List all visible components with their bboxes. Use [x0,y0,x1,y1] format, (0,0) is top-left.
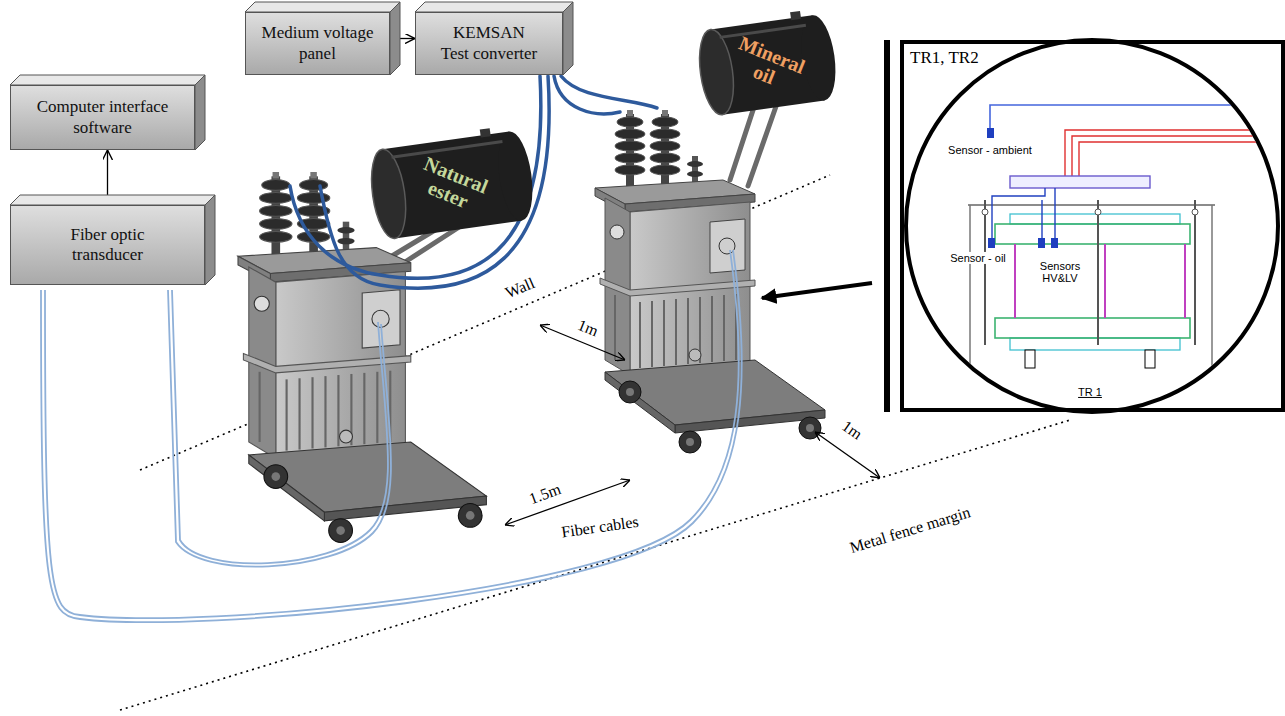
sensor-schematic [1015,244,1185,318]
oil-tank: Natural ester [367,129,538,240]
sensor-schematic [982,209,988,215]
equipment-box: Medium voltage panel [245,12,390,75]
sensor-schematic [1054,188,1055,238]
box-top-face [10,195,215,205]
sensor-label: Sensors HV&LV [1033,260,1087,284]
detail-frame: TR1, TR2 [900,40,1285,412]
sensor-schematic [1010,338,1180,350]
sensor-schematic [985,200,1195,345]
sensor-schematic [968,204,1215,206]
box-side-face [390,2,400,75]
box-side-face [195,75,205,150]
sensor-label: Sensor - oil [948,252,1008,264]
sensor-schematic [990,105,1280,132]
sensor-schematic [1095,209,1101,215]
separator-bar [884,40,890,412]
figure-label: TR 1 [1076,386,1104,398]
power-cables [290,76,657,288]
detail-circle [906,40,1278,412]
sensor-schematic [1097,200,1099,345]
dimension-label: 1.5m [525,479,565,508]
tank-end [367,147,411,241]
tank-fitting [790,11,801,20]
tank-highlight [720,25,806,37]
sensor-schematic [1211,205,1213,380]
dimension-arrows [505,325,880,525]
box-label: KEMSAN Test converter [438,23,540,64]
sensor-schematic [969,205,971,380]
sensor-schematic [1194,200,1196,345]
tank-highlight [392,142,503,158]
fiber-cables [41,250,742,622]
sensor-label: Sensor - ambient [946,144,1034,156]
box-label: Medium voltage panel [255,23,380,64]
box-top-face [10,75,205,85]
sensor-schematic [987,128,994,138]
equipment-box: Computer interface software [10,85,195,150]
boundary-label: Wall [501,273,539,302]
oil-tank: Mineral oil [695,13,841,117]
detail-pointer [762,283,872,298]
sensor-schematic [984,200,986,345]
sensor-schematic [995,224,1190,244]
sensor-schematic [1038,238,1045,248]
boundary-label: Metal fence margin [846,503,974,558]
sensor-schematic [992,188,1045,238]
equipment-box: KEMSAN Test converter [415,12,563,75]
box-top-face [415,2,573,12]
transformer-mineral-oil [595,110,825,453]
connector-arrow [400,38,415,39]
box-side-face [563,2,573,75]
sensor-schematic [1079,142,1280,180]
dimension-label: 1m [837,416,867,444]
box-label: Computer interface software [23,97,183,138]
fiber-cables [168,290,391,567]
fiber-cables [45,250,739,618]
equipment-box: Fiber optic transducer [10,205,205,285]
sensor-schematic [988,238,995,248]
sensor-schematic [1010,214,1180,224]
sensor-schematic [982,209,1198,215]
sensor-schematic [1041,200,1042,238]
fiber-cables [41,250,742,622]
sensor-schematic [1010,176,1150,188]
fiber-cables [172,290,388,563]
sensor-schematic [1072,136,1280,180]
tank-end [695,27,739,117]
sensor-schematic [1065,130,1280,180]
power-cables [561,76,657,108]
sensor-schematic [1051,238,1058,248]
cable-label: Fiber cables [558,513,641,542]
sensor-schematic [1184,244,1186,318]
power-cables [554,76,620,114]
box-top-face [245,2,400,12]
power-cables [320,76,549,288]
box-label: Fiber optic transducer [53,225,163,266]
sensor-schematic [1014,244,1016,318]
dimension-label: 1m [573,315,602,340]
detail-heading: TR1, TR2 [910,48,979,68]
connector-arrow [107,150,108,195]
sensor-schematic [1025,350,1035,368]
sensor-schematic [1192,209,1198,215]
power-cables [290,76,541,278]
sensor-schematic [1104,244,1106,318]
tank-fitting [480,128,491,137]
sensor-schematic [995,318,1190,338]
sensor-schematic [1145,350,1155,368]
dimension-arrows [815,432,880,478]
box-side-face [205,195,215,285]
